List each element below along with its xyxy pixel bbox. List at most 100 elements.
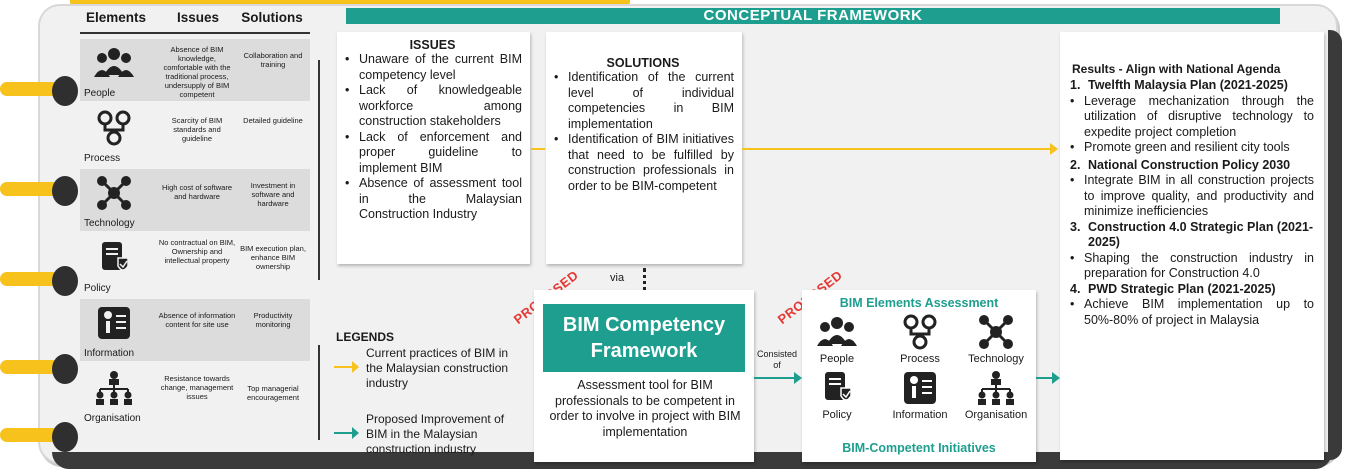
legend-proposed: Proposed Improvement of BIM in the Malay…	[366, 412, 505, 456]
bea-element-label: Organisation	[964, 409, 1028, 421]
issue-item: Absence of assessment tool in the Malays…	[343, 176, 522, 223]
issue-item: Lack of knowledgeable workforce among co…	[343, 83, 522, 130]
top-accent	[70, 0, 630, 6]
table-row: Organisation Resistance towards change, …	[80, 364, 310, 426]
binder-ring	[0, 72, 78, 110]
bci-title: BIM-Competent Initiatives	[842, 441, 996, 455]
arrow-to-results-teal	[1036, 377, 1056, 379]
table-row: Policy No contractual on BIM, Ownership …	[80, 234, 310, 296]
arrowhead-icon	[794, 372, 802, 384]
result-number: 3.	[1070, 219, 1081, 234]
element-solution: BIM execution plan, enhance BIM ownershi…	[240, 244, 306, 271]
arrowhead-icon	[352, 427, 359, 439]
via-label: via	[610, 272, 625, 284]
conceptual-framework-banner: CONCEPTUAL FRAMEWORK	[346, 8, 1280, 24]
technology-icon	[97, 176, 131, 210]
legend-yellow-arrow	[334, 366, 356, 368]
arrowhead-icon	[352, 361, 359, 373]
bea-element: People	[810, 314, 864, 365]
binder-ring	[0, 172, 78, 210]
result-heading: 2.National Construction Policy 2030	[1070, 157, 1291, 172]
solutions-title: SOLUTIONS	[606, 56, 680, 70]
table-row: People Absence of BIM knowledge, comfort…	[80, 39, 310, 101]
bea-element: Organisation	[958, 370, 1034, 421]
issues-title: ISSUES	[409, 38, 456, 52]
divider-line	[318, 60, 320, 280]
result-item: Integrate BIM in all construction projec…	[1068, 173, 1314, 220]
divider-line	[318, 345, 320, 440]
element-solution: Top managerial encouragement	[246, 384, 300, 402]
information-icon	[98, 307, 130, 339]
bea-element: Technology	[960, 314, 1032, 365]
table-header: Elements Issues Solutions	[80, 10, 310, 34]
result-number: 1.	[1070, 78, 1081, 92]
result-heading: 1.Twelfth Malaysia Plan (2021-2025)	[1070, 78, 1288, 92]
solution-item: Identification of the current level of i…	[552, 70, 734, 132]
legends-title: LEGENDS	[336, 330, 395, 344]
bea-title: BIM Elements Assessment	[839, 296, 999, 310]
element-issue: Absence of BIM knowledge, comfortable wi…	[163, 45, 231, 99]
element-issue: High cost of software and hardware	[161, 183, 233, 201]
binder-ring	[0, 350, 78, 388]
result-item: Achieve BIM implementation up to 50%-80%…	[1068, 297, 1314, 328]
bea-element-label: People	[819, 353, 855, 365]
result-number: 2.	[1070, 157, 1081, 172]
binder-ring	[0, 262, 78, 300]
header-elements: Elements	[86, 10, 147, 25]
consisted-of-label: Consisted of	[756, 349, 798, 370]
table-row: Process Scarcity of BIM standards and gu…	[80, 104, 310, 166]
arrowhead-icon	[1052, 372, 1060, 384]
element-label: Policy	[84, 283, 111, 294]
element-solution: Productivity monitoring	[253, 311, 293, 329]
result-item: Leverage mechanization through the utili…	[1068, 94, 1314, 141]
element-issue: Absence of information content for site …	[158, 311, 236, 329]
solutions-box: SOLUTIONS Identification of the current …	[546, 32, 742, 264]
bea-element: Process	[890, 314, 950, 365]
element-solution: Investment in software and hardware	[250, 181, 296, 208]
element-issue: Resistance towards change, management is…	[160, 374, 234, 401]
issues-box: ISSUES Unaware of the current BIM compet…	[337, 32, 530, 264]
right-band	[1328, 30, 1342, 460]
organisation-icon	[978, 371, 1014, 405]
element-issue: No contractual on BIM, Ownership and int…	[158, 238, 236, 265]
bea-element-label: Process	[900, 353, 940, 365]
via-connector	[643, 268, 646, 298]
element-label: Technology	[84, 218, 135, 229]
people-icon	[94, 48, 134, 77]
solution-item: Identification of BIM initiatives that n…	[552, 132, 734, 194]
result-heading: 4.PWD Strategic Plan (2021-2025)	[1070, 281, 1276, 296]
arrow-consisted	[754, 377, 796, 379]
result-heading: 3.Construction 4.0 Strategic Plan (2021-…	[1070, 219, 1314, 250]
element-label: Process	[84, 153, 121, 164]
issue-item: Unaware of the current BIM competency le…	[343, 52, 522, 83]
element-label: Organisation	[84, 413, 141, 424]
arrowhead-icon	[1050, 143, 1058, 155]
bea-element-label: Policy	[822, 409, 852, 421]
people-icon	[817, 317, 857, 346]
arrow-issues-to-solutions	[531, 148, 545, 150]
bcf-description: Assessment tool for BIM professionals to…	[549, 378, 741, 439]
information-icon	[904, 372, 936, 404]
legend-teal-arrow	[334, 432, 356, 434]
organisation-icon	[96, 371, 132, 405]
results-title: Results - Align with National Agenda	[1072, 62, 1281, 76]
policy-icon	[102, 242, 129, 271]
result-item: Promote green and resilient city tools	[1068, 140, 1314, 156]
element-label: People	[84, 88, 116, 99]
technology-icon	[979, 315, 1013, 349]
element-label: Information	[84, 348, 135, 359]
header-solutions: Solutions	[241, 10, 303, 25]
binder-ring	[0, 418, 78, 456]
table-row: Technology High cost of software and har…	[80, 169, 310, 231]
legend-current: Current practices of BIM in the Malaysia…	[366, 346, 509, 390]
bea-element-label: Technology	[968, 353, 1024, 365]
results-box: Results - Align with National Agenda 1.T…	[1060, 32, 1324, 460]
result-number: 4.	[1070, 281, 1081, 296]
header-issues: Issues	[176, 10, 220, 25]
bcf-title: BIM Competency Framework	[543, 304, 745, 372]
arrow-to-results	[742, 148, 1056, 150]
element-solution: Collaboration and training	[243, 51, 303, 69]
bea-element-label: Information	[892, 409, 948, 421]
process-icon	[903, 314, 937, 350]
